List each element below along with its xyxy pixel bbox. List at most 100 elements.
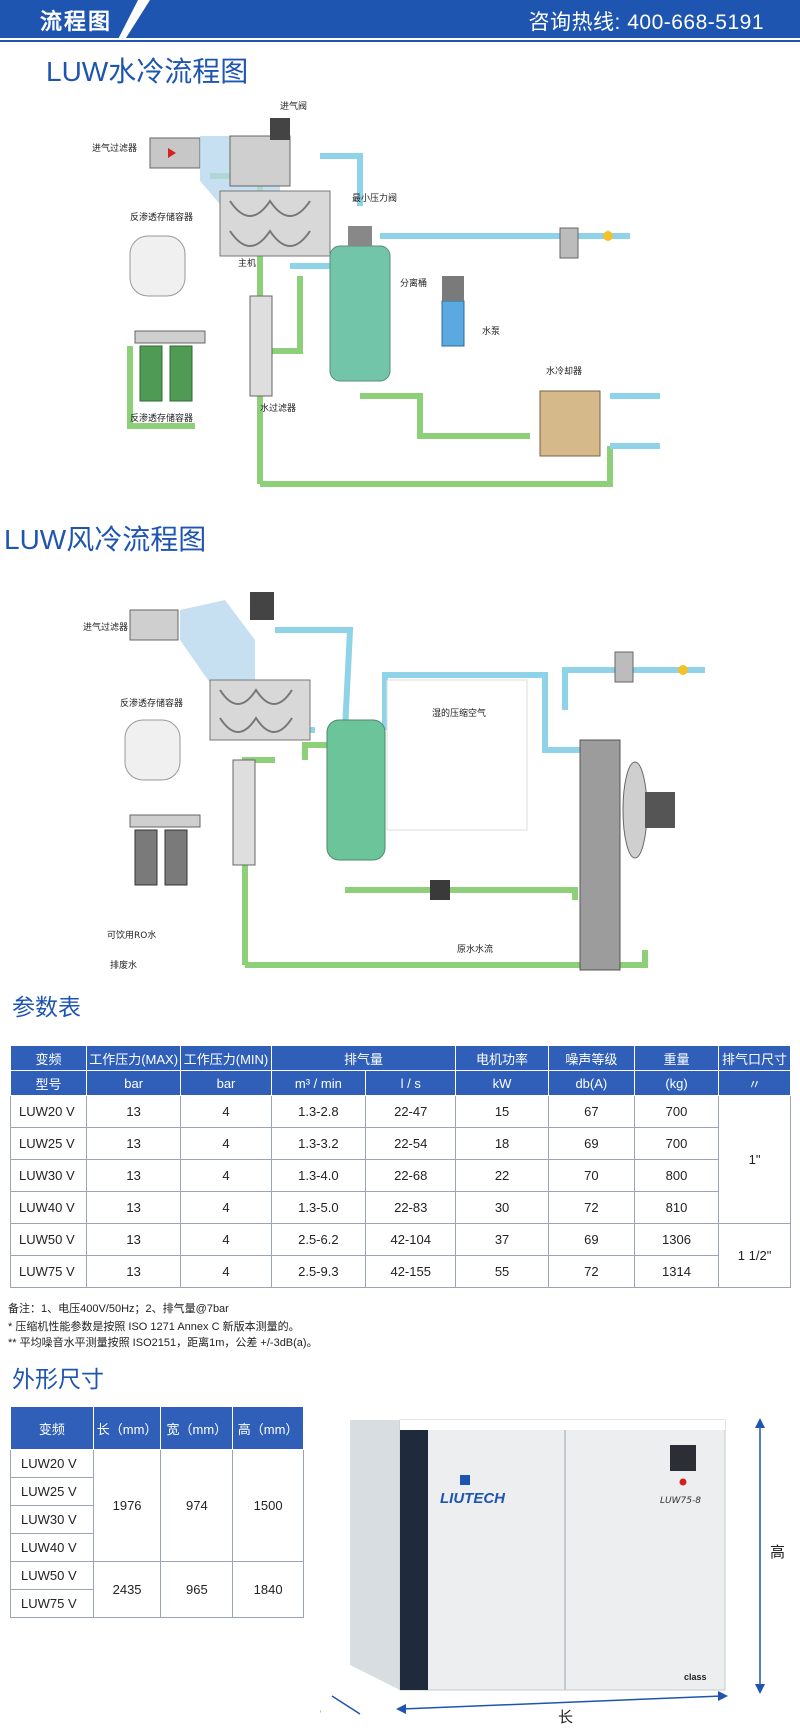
table-row: LUW20 V 13 4 1.3-2.8 22-47 15 67 700 1" — [10, 1095, 791, 1224]
th-model-a: 变频 — [10, 1045, 87, 1071]
cell: 4 — [180, 1159, 272, 1192]
machine-brand: LIUTECH — [440, 1490, 506, 1507]
air-outlet-filter-shape — [614, 651, 634, 683]
outlet-valve-shape — [603, 231, 613, 241]
main-unit-shape — [219, 190, 331, 257]
length-arrow-right — [718, 1691, 728, 1701]
th-unit-pmax: bar — [85, 1070, 182, 1096]
water-cooler-shape — [539, 390, 601, 457]
th-noise: 噪声等级 — [547, 1045, 635, 1071]
cell: 4 — [180, 1127, 272, 1160]
air-label-ro-tank: 反渗透存储容器 — [120, 697, 183, 709]
cell: 2.5-9.3 — [270, 1255, 367, 1288]
cell-model: LUW50 V — [10, 1561, 94, 1590]
cell: 13 — [85, 1255, 182, 1288]
cell-model: LUW40 V — [10, 1191, 87, 1224]
th-unit-flow1: m³ / min — [270, 1070, 367, 1096]
cell: 700 — [633, 1095, 720, 1128]
air-flow-title: LUW风冷流程图 — [4, 524, 207, 555]
outlet-filter-shape — [559, 227, 579, 259]
height-arrow-top — [755, 1418, 765, 1428]
ro-filter-1 — [139, 345, 163, 402]
cell: 1.3-3.2 — [270, 1127, 367, 1160]
table-row: LUW75 V 13 4 2.5-9.3 42-155 55 72 1314 — [10, 1255, 791, 1288]
hotline[interactable]: 咨询热线: 400-668-5191 — [528, 11, 764, 34]
cell: 37 — [455, 1223, 549, 1256]
th-unit-outlet: 〃 — [718, 1070, 791, 1096]
cell: 4 — [180, 1191, 272, 1224]
cell-model: LUW25 V — [10, 1127, 87, 1160]
water-filter-shape — [249, 295, 273, 397]
air-water-filter-shape — [232, 759, 256, 866]
fan-shape — [622, 761, 648, 859]
table-row: LUW30 V 13 4 1.3-4.0 22-68 22 70 800 — [10, 1159, 791, 1192]
cell: 70 — [547, 1159, 635, 1192]
params-table: 变频 工作压力(MAX) 工作压力(MIN) 排气量 电机功率 噪声等级 重量 … — [10, 1045, 791, 1288]
length-arrow-left — [396, 1704, 406, 1714]
th-dims-width: 宽（mm） — [160, 1406, 234, 1450]
label-min-pressure-valve: 最小压力阀 — [352, 192, 397, 204]
label-separator: 分离桶 — [400, 277, 427, 289]
dims-table: 变频 长（mm） 宽（mm） 高（mm） LUW20 V 1976 974 15… — [10, 1406, 304, 1618]
water-pipe-ro — [127, 346, 195, 429]
th-unit-power: kW — [455, 1070, 549, 1096]
air-ro-tank-shape — [124, 719, 181, 781]
air-label-drinkable: 可饮用RO水 — [107, 929, 156, 941]
air-water-pipe-mid — [345, 887, 578, 900]
cell: 13 — [85, 1159, 182, 1192]
params-title: 参数表 — [12, 994, 81, 1020]
air-label-wet-air: 湿的压缩空气 — [432, 707, 486, 719]
cell: 30 — [455, 1191, 549, 1224]
th-dims-height: 高（mm） — [232, 1406, 304, 1450]
th-pmax: 工作压力(MAX) — [85, 1045, 182, 1071]
cell: 72 — [547, 1191, 635, 1224]
length-arrow-line — [401, 1695, 723, 1710]
water-pipe-bottom — [260, 446, 613, 487]
cell: 800 — [633, 1159, 720, 1192]
air-pipe-top — [275, 627, 354, 731]
separator-shape — [329, 245, 391, 382]
cell: 22-83 — [365, 1191, 457, 1224]
air-water-pipe-bottom — [245, 950, 648, 968]
air-screw-rotor-1 — [219, 688, 293, 705]
ro-filter-2 — [169, 345, 193, 402]
ro-tank-shape — [129, 235, 186, 297]
cell-model: LUW50 V — [10, 1223, 87, 1256]
table-row: LUW40 V 13 4 1.3-5.0 22-83 30 72 810 — [10, 1191, 791, 1224]
air-outlet-valve-shape — [678, 665, 688, 675]
label-water-pump: 水泵 — [482, 325, 500, 337]
height-arrow-bottom — [755, 1684, 765, 1694]
th-flow: 排气量 — [270, 1045, 457, 1071]
th-unit-flow2: l / s — [365, 1070, 457, 1096]
cell-width-g2: 965 — [160, 1561, 234, 1618]
cell-model: LUW20 V — [10, 1449, 94, 1478]
cell: 42-104 — [365, 1223, 457, 1256]
machine-model-label: LUW75-8 — [660, 1496, 701, 1506]
cell: 67 — [547, 1095, 635, 1128]
table-row: LUW50 V 2435 965 1840 — [10, 1561, 304, 1618]
cell-outlet-small: 1" — [718, 1095, 791, 1224]
water-flow-diagram: 进气阀 进气过滤器 反渗透存储容器 最小压力阀 主机 分离桶 水泵 反渗透存储容… — [92, 100, 660, 487]
cell: 18 — [455, 1127, 549, 1160]
th-dims-model: 变频 — [10, 1406, 94, 1450]
machine-side-panel — [350, 1420, 400, 1690]
cell-model: LUW30 V — [10, 1159, 87, 1192]
th-dims-length: 长（mm） — [92, 1406, 162, 1450]
air-separator-shape — [326, 719, 386, 861]
note-line-1: 备注：1、电压400V/50Hz；2、排气量@7bar — [8, 1303, 229, 1315]
air-flow-diagram: 进气过滤器 反渗透存储容器 湿的压缩空气 可饮用RO水 排废水 原水水流 — [83, 592, 705, 971]
machine-top-edge — [400, 1420, 725, 1430]
water-pump-motor — [442, 276, 464, 301]
brand-logo-icon — [460, 1475, 470, 1485]
cell: 13 — [85, 1095, 182, 1128]
cell-length-g2: 2435 — [92, 1561, 162, 1618]
screw-rotor-1 — [229, 199, 311, 217]
cell: 22-68 — [365, 1159, 457, 1192]
label-ro-tank-top: 反渗透存储容器 — [130, 211, 193, 223]
table-row: LUW50 V 13 4 2.5-6.2 42-104 37 69 1306 1… — [10, 1223, 791, 1288]
cell: 1.3-4.0 — [270, 1159, 367, 1192]
cell-model: LUW75 V — [10, 1255, 87, 1288]
min-pressure-valve-shape — [348, 226, 372, 246]
dims-title: 外形尺寸 — [12, 1366, 104, 1392]
label-main-unit: 主机 — [238, 257, 256, 269]
